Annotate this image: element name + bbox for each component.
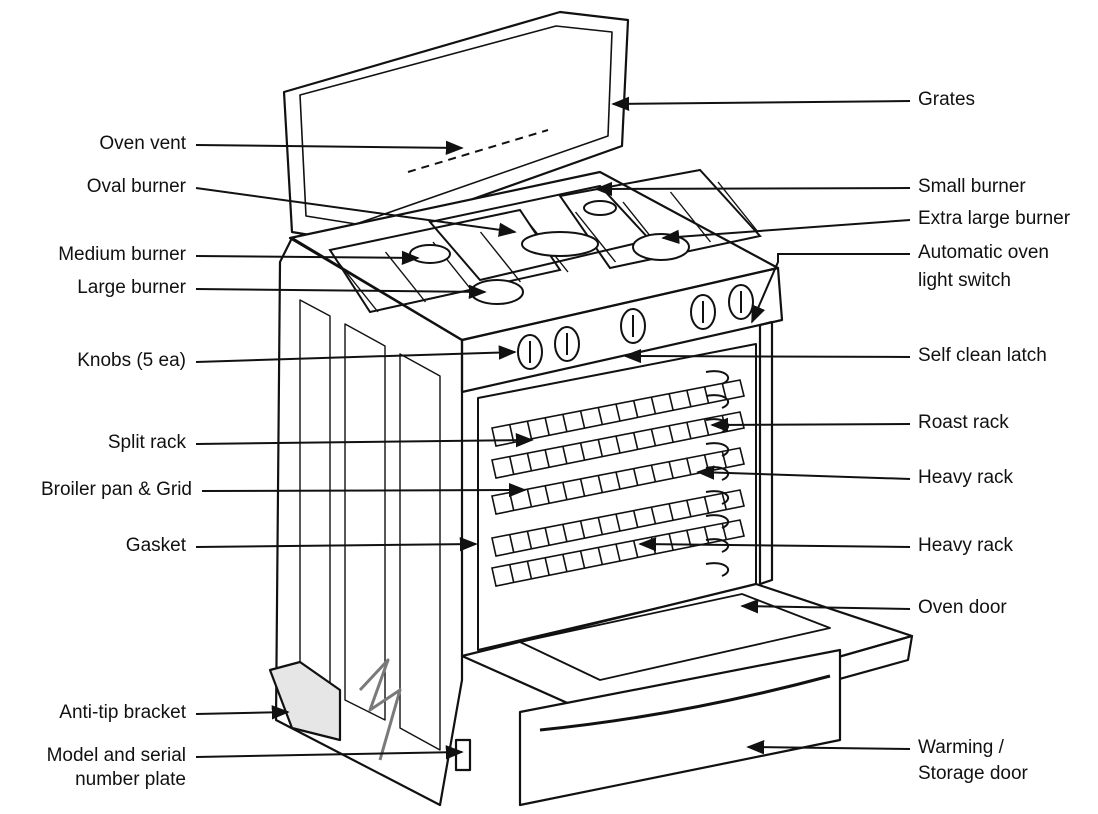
side-panel [274, 236, 464, 807]
knob-5 [728, 284, 754, 320]
oval-burner-cap [521, 231, 599, 257]
leader-oval-burner [195, 187, 517, 237]
knob-3 [620, 308, 646, 344]
leader-roast-rack [710, 417, 911, 433]
knob-2 [554, 326, 580, 362]
knob-1 [517, 334, 543, 370]
leader-medium-burner [195, 250, 420, 266]
label-large-burner: Large burner [77, 277, 186, 298]
label-broiler-pan: Broiler pan & Grid [40, 479, 192, 500]
backguard [282, 10, 630, 244]
leader-xl-burner [661, 219, 911, 245]
xl-burner-cap [632, 233, 690, 261]
grate-bar [337, 261, 379, 313]
small-burner-cap [583, 200, 617, 216]
grate-bar [574, 211, 617, 263]
leader-oven-door [740, 599, 911, 614]
leader-light-switch-1 [751, 253, 910, 324]
lower-assembly [268, 582, 914, 807]
label-model-plate-2: number plate [75, 769, 186, 790]
label-heavy-rack-1: Heavy rack [918, 467, 1014, 488]
leader-model-plate-1 [195, 745, 464, 760]
leader-knobs [195, 345, 517, 363]
split-rack [491, 411, 745, 479]
label-roast-rack: Roast rack [918, 412, 1009, 433]
leader-gasket [195, 536, 478, 552]
warming-drawer [518, 648, 842, 807]
backguard-panel [299, 25, 613, 225]
leader-self-clean [623, 348, 911, 364]
label-anti-tip: Anti-tip bracket [59, 702, 186, 723]
knob-4 [690, 294, 716, 330]
grate-bar [669, 191, 712, 243]
side-emboss [344, 323, 386, 721]
bracket-break [358, 658, 402, 761]
label-xl-burner: Extra large burner [918, 208, 1071, 229]
label-oven-door: Oven door [918, 597, 1007, 618]
heavy-rack-lower [491, 519, 745, 587]
label-light-switch-1: Automatic oven [918, 242, 1049, 263]
leader-warming-1 [746, 740, 911, 755]
grate-bar [479, 231, 522, 283]
side-emboss [399, 353, 441, 751]
leader-grates [611, 96, 911, 112]
label-oven-vent: Oven vent [99, 133, 186, 154]
label-knobs: Knobs (5 ea) [77, 350, 186, 371]
warming-handle [539, 674, 831, 732]
label-medium-burner: Medium burner [58, 244, 186, 265]
front-post [758, 320, 774, 586]
label-grates: Grates [918, 89, 976, 110]
rack-support [705, 514, 729, 529]
leader-oven-vent [195, 140, 464, 156]
label-oval-burner: Oval burner [86, 176, 186, 197]
leader-large-burner [195, 284, 487, 300]
rack-support [705, 394, 729, 409]
label-gasket: Gasket [125, 535, 186, 556]
label-heavy-rack-2: Heavy rack [918, 535, 1014, 556]
rack-support [705, 562, 729, 577]
leader-heavy-rack-1 [696, 465, 911, 480]
rack-support [705, 490, 729, 505]
leader-anti-tip [195, 705, 290, 720]
label-small-burner: Small burner [918, 176, 1026, 197]
rack-support [705, 538, 729, 553]
knobs [517, 284, 754, 370]
oven-racks [491, 379, 745, 587]
leader-split-rack [195, 432, 534, 448]
broiler-grid [491, 447, 745, 515]
grate-bar [717, 181, 759, 233]
leader-heavy-rack-2 [638, 536, 911, 552]
oven-vent-slot [407, 129, 549, 173]
heavy-rack-upper [491, 489, 745, 557]
leader-small-burner [594, 181, 911, 197]
oven-door-window [519, 593, 831, 681]
label-split-rack: Split rack [107, 432, 186, 453]
leader-lines [195, 96, 911, 760]
label-model-plate-1: Model and serial [46, 745, 186, 766]
label-warming-1: Warming / [918, 737, 1004, 758]
rack-support [705, 370, 729, 385]
label-warming-2: Storage door [918, 763, 1028, 784]
label-light-switch-2: light switch [918, 270, 1011, 291]
rack-support [705, 442, 729, 457]
leader-broiler-pan [201, 482, 527, 498]
model-plate [454, 738, 472, 772]
label-self-clean: Self clean latch [918, 345, 1047, 366]
medium-burner-cap [409, 244, 451, 264]
grate-bar [384, 251, 427, 303]
